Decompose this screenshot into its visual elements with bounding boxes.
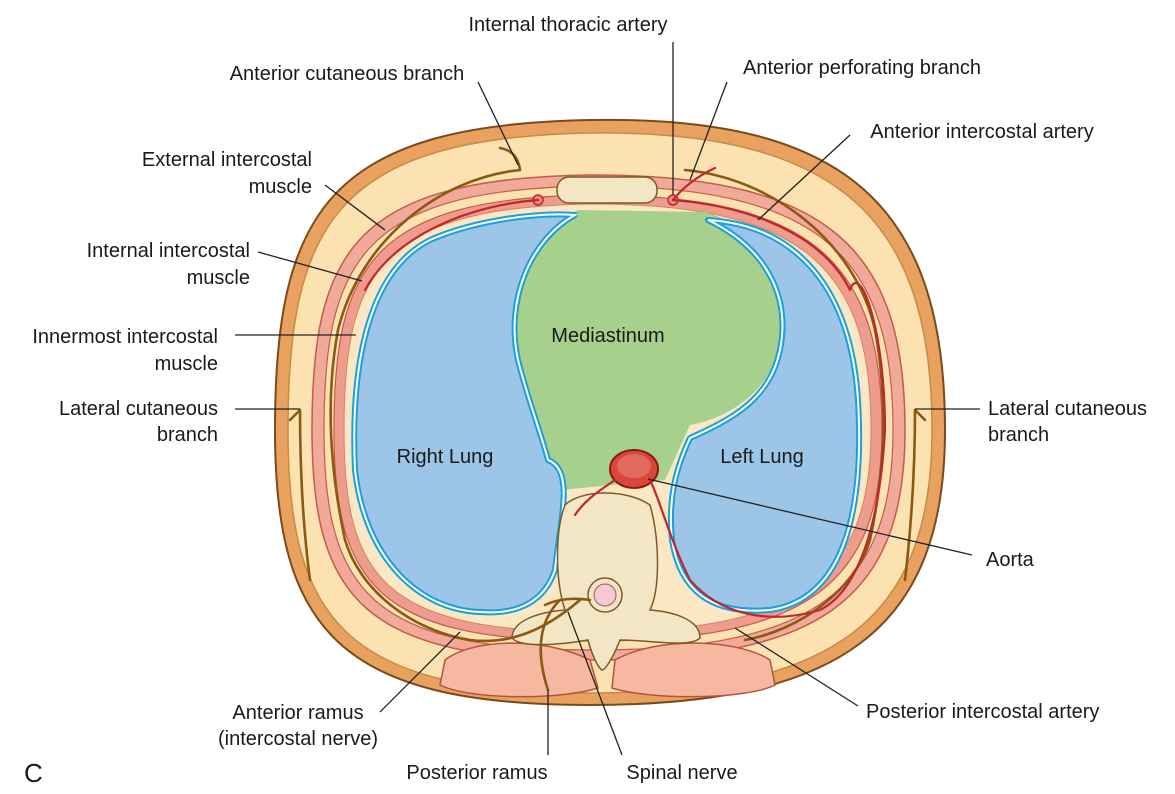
intercostal-nerves <box>288 146 927 692</box>
back-muscle-right <box>439 642 599 698</box>
leader-external-intercostal-muscle <box>324 184 386 231</box>
leader-posterior-intercostal-artery <box>734 627 859 707</box>
label-internal-intercostal-muscle-2: muscle <box>187 267 250 289</box>
leader-anterior-cutaneous-branch <box>477 81 519 166</box>
leader-anterior-intercostal-artery <box>757 134 851 221</box>
right-lung-label: Right Lung <box>397 446 494 468</box>
label-spinal-nerve: Spinal nerve <box>626 762 737 784</box>
label-lateral-cutaneous-branch-right-2: branch <box>157 424 218 446</box>
left-lung-inner-pleura <box>669 219 861 612</box>
aorta-lumen <box>617 454 651 478</box>
mediastinum-label: Mediastinum <box>551 325 664 347</box>
anterior-perforating-branch-artery <box>671 166 717 202</box>
left-intercostal-nerve <box>683 168 885 642</box>
anterior-intercostal-artery-right <box>363 198 540 292</box>
intercostal-arteries <box>363 166 887 618</box>
label-internal-thoracic-artery: Internal thoracic artery <box>469 14 668 36</box>
label-lateral-cutaneous-branch-left-1: Lateral cutaneous <box>988 398 1147 420</box>
spinal-cord <box>593 583 617 607</box>
back-muscle-left <box>611 642 776 698</box>
label-external-intercostal-muscle-1: External intercostal <box>142 149 312 171</box>
back-muscles <box>439 642 776 698</box>
label-anterior-cutaneous-branch: Anterior cutaneous branch <box>230 63 465 85</box>
posterior-intercostal-artery-right <box>573 478 617 517</box>
label-innermost-intercostal-muscle-1: Innermost intercostal <box>32 326 218 348</box>
posterior-ramus-nerve <box>539 598 562 692</box>
label-lateral-cutaneous-branch-left-2: branch <box>988 424 1049 446</box>
leader-aorta <box>647 478 973 556</box>
anterior-intercostal-artery-left <box>671 198 852 292</box>
label-anterior-ramus-2: (intercostal nerve) <box>218 728 378 750</box>
spinal-nerve-root <box>543 597 592 607</box>
label-internal-intercostal-muscle-1: Internal intercostal <box>87 240 250 262</box>
leader-anterior-ramus <box>379 631 461 713</box>
leader-anterior-perforating-branch <box>689 81 728 181</box>
right-intercostal-nerve <box>329 168 582 643</box>
label-posterior-ramus: Posterior ramus <box>406 762 547 784</box>
label-innermost-intercostal-muscle-2: muscle <box>155 353 218 375</box>
mediastinum-region <box>510 210 780 490</box>
lateral-cutaneous-branch-right <box>288 408 312 582</box>
label-anterior-intercostal-artery: Anterior intercostal artery <box>870 121 1093 143</box>
label-lateral-cutaneous-branch-right-1: Lateral cutaneous <box>59 398 218 420</box>
label-posterior-intercostal-artery: Posterior intercostal artery <box>866 701 1099 723</box>
panel-letter: C <box>24 758 43 788</box>
right-lung-inner-pleura <box>353 213 579 614</box>
label-external-intercostal-muscle-2: muscle <box>249 176 312 198</box>
label-aorta: Aorta <box>986 549 1035 571</box>
sternum <box>556 176 658 204</box>
leader-lines <box>235 42 980 756</box>
left-lung-label: Left Lung <box>720 446 803 468</box>
leader-internal-intercostal-muscle <box>257 251 363 282</box>
posterior-intercostal-artery-left <box>648 282 887 618</box>
leader-spinal-nerve <box>567 611 623 756</box>
label-anterior-perforating-branch: Anterior perforating branch <box>743 57 981 79</box>
label-anterior-ramus-1: Anterior ramus <box>232 702 363 724</box>
lateral-cutaneous-branch-left <box>903 408 927 582</box>
